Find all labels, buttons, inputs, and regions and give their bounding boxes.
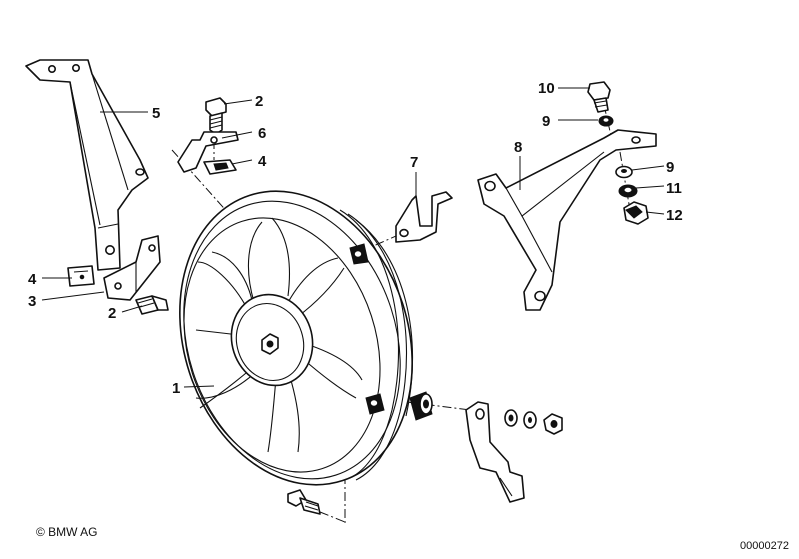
callout-hex-nut: 12 [666,207,683,224]
fan [179,190,414,486]
callout-clip-left: 3 [28,293,36,310]
clip-left [103,235,161,301]
bracket-left [25,59,149,271]
bolt-bottom [287,489,321,515]
nut-clip-top [203,159,237,175]
callout-bracket-left: 5 [152,105,160,122]
bracket-right [477,129,657,311]
callout-lock-washer: 11 [666,180,682,197]
hex-nut [623,201,649,225]
callout-labels: 1 2 2 3 4 4 5 6 7 8 9 9 10 11 12 [28,80,683,397]
callout-washer-top: 9 [542,113,550,130]
callout-nut-clip-top: 4 [258,153,267,170]
grommet [409,391,433,421]
callout-bracket-small: 7 [410,154,418,171]
callout-bolt-top: 2 [255,93,263,110]
callout-bolt-right: 10 [538,80,555,97]
callout-clamp-top: 6 [258,125,266,142]
bolt-left [135,295,169,315]
doc-number: 00000272 [740,540,789,552]
washer-right [615,165,633,179]
washer-top [598,115,614,127]
callout-nut-clip-left: 4 [28,271,37,288]
bracket-lower [465,401,525,503]
clamp-top [177,131,239,173]
callout-bolt-left: 2 [108,305,116,322]
leader-lines [41,87,665,388]
bolt-right [587,81,611,113]
lock-washer [618,184,638,198]
bolt-top [205,97,227,135]
callout-fan: 1 [172,380,180,397]
lower-washers [504,409,563,435]
nut-clip-left [67,265,95,287]
callout-bracket-right: 8 [514,139,522,156]
copyright-text: © BMW AG [36,525,98,539]
callout-washer-right: 9 [666,159,674,176]
bracket-small [395,191,453,243]
